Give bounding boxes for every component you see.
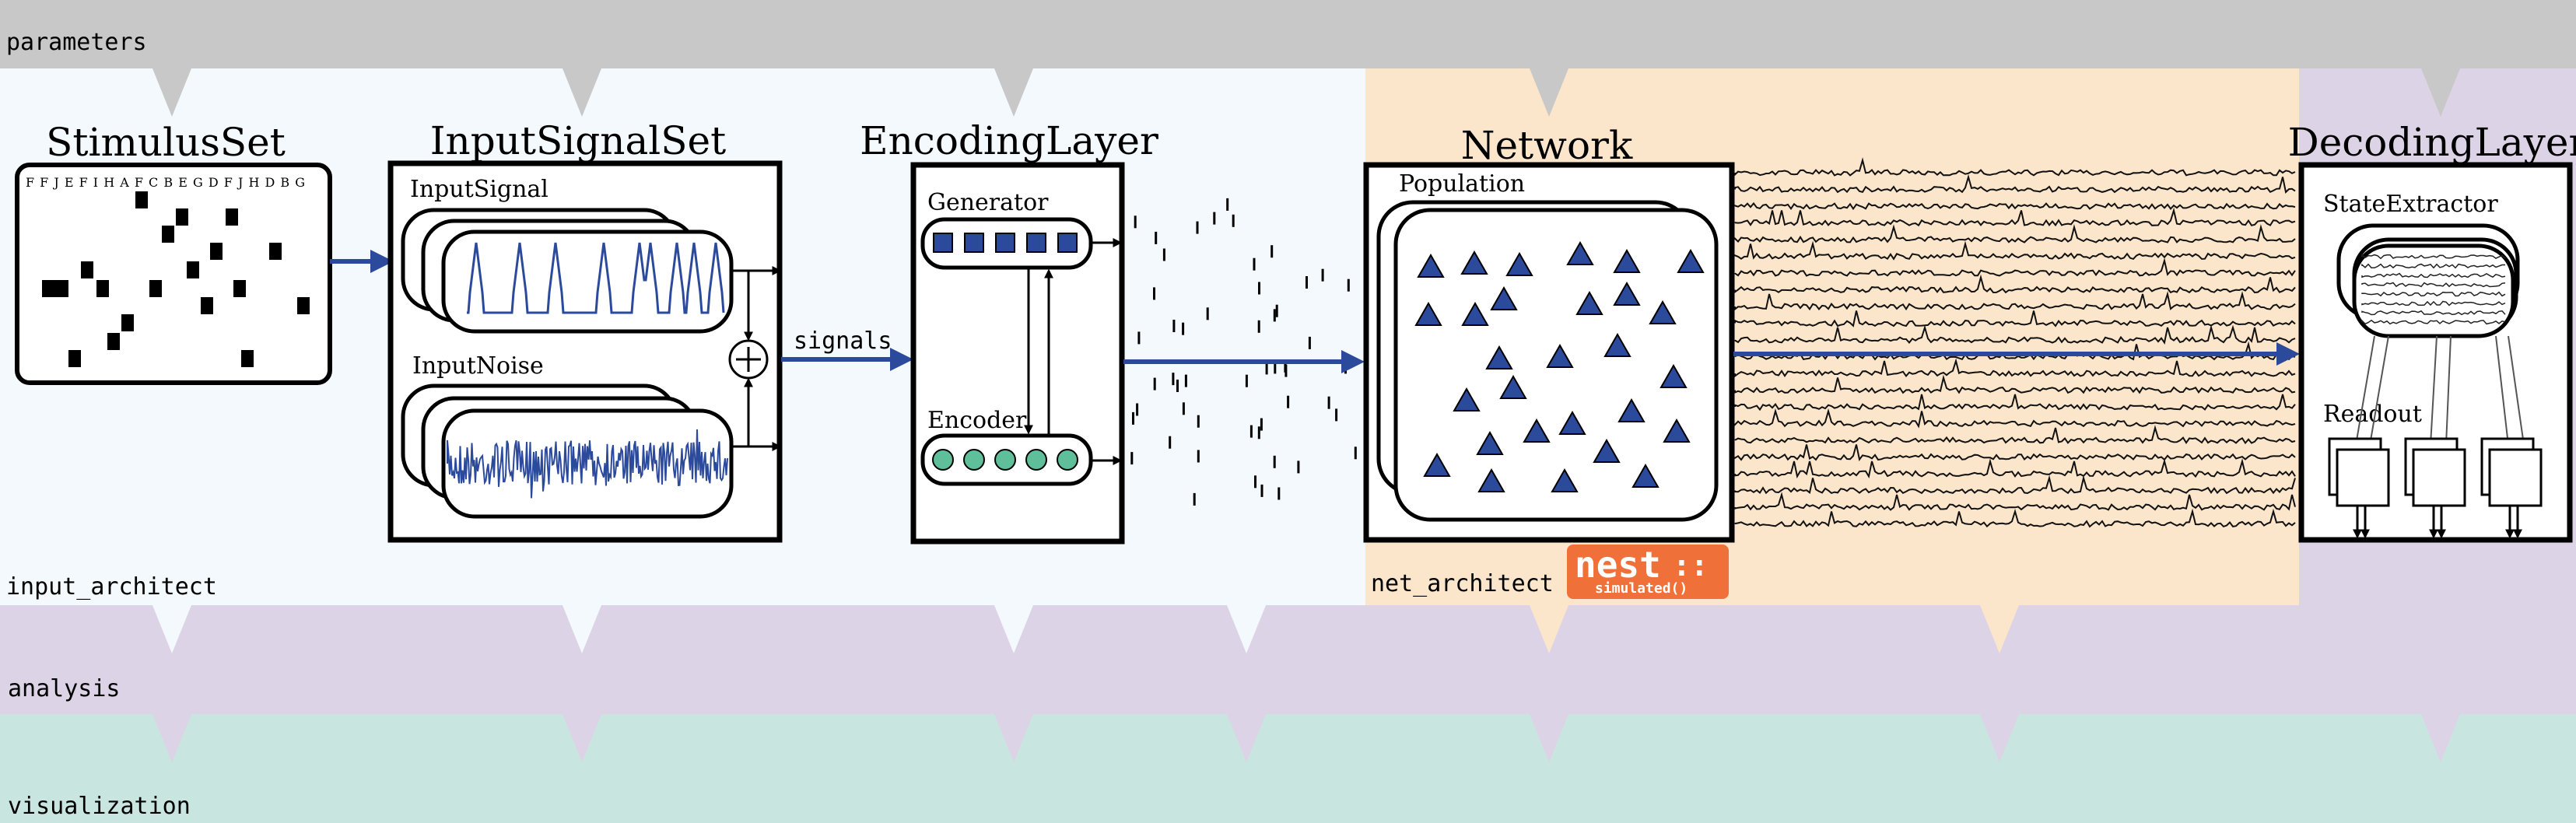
activity-trace <box>1734 492 2296 511</box>
generator-label: Generator <box>927 189 1049 216</box>
analysis-band <box>0 605 2576 714</box>
state-extractor-traces <box>2361 254 2506 325</box>
nest-logo-suffix: :: <box>1673 548 1709 583</box>
activity-trace <box>1734 207 2296 227</box>
stimulus-letters: F F J E F I H A F C B E G D F J H D B G <box>26 175 306 190</box>
activity-trace <box>1734 358 2296 378</box>
mini-trace <box>2361 300 2506 306</box>
readout-label: Readout <box>2323 401 2422 428</box>
summation-connectors <box>731 266 782 451</box>
mini-trace <box>2361 291 2506 297</box>
architect-pointers <box>152 605 2019 653</box>
encoding-layer-title: EncodingLayer <box>860 118 1158 163</box>
input-noise-card-front <box>441 408 734 519</box>
analysis-pointers <box>152 714 2460 762</box>
population-label: Population <box>1399 170 1525 198</box>
activity-trace <box>1734 240 2296 261</box>
analysis-label: analysis <box>8 675 121 702</box>
activity-trace <box>1734 475 2296 495</box>
activity-trace <box>1734 341 2296 361</box>
mini-trace <box>2361 272 2506 278</box>
readout-outputs <box>2353 506 2522 539</box>
mini-trace <box>2361 310 2506 316</box>
activity-trace <box>1734 291 2296 311</box>
input-signal-trace <box>467 242 725 314</box>
net-architect-label: net_architect <box>1371 570 1554 597</box>
mini-trace <box>2361 319 2506 325</box>
activity-trace <box>1734 394 2296 412</box>
activity-trace <box>1734 374 2296 394</box>
stimulus-matrix <box>42 191 310 367</box>
activity-trace <box>1734 425 2296 445</box>
readout-units <box>2328 437 2543 507</box>
activity-trace <box>1734 201 2296 211</box>
parameters-band <box>0 0 2576 68</box>
activity-trace <box>1734 224 2296 243</box>
nest-logo: nest :: simulated() <box>1567 544 1729 599</box>
activity-trace <box>1734 157 2296 177</box>
network-activity-traces <box>1734 157 2296 528</box>
activity-trace <box>1734 444 2296 462</box>
activity-trace <box>1734 257 2296 277</box>
signals-label: signals <box>794 327 892 355</box>
mini-trace <box>2361 263 2505 269</box>
visualization-label: visualization <box>8 793 191 820</box>
input-noise-label: InputNoise <box>412 352 544 380</box>
decoding-layer-title: DecodingLayer <box>2288 120 2576 165</box>
encoded-spike-raster <box>1130 198 1357 506</box>
parameters-label: parameters <box>6 29 147 56</box>
input-architect-label: input_architect <box>6 573 217 601</box>
activity-trace <box>1734 408 2296 429</box>
activity-trace <box>1734 310 2296 327</box>
population-neurons <box>1414 240 1705 492</box>
state-extractor-label: StateExtractor <box>2323 191 2498 218</box>
stimulus-set-box <box>15 163 332 385</box>
encoder-nodes <box>932 449 1078 471</box>
extractor-readout-links <box>2355 335 2525 446</box>
activity-trace <box>1734 508 2296 528</box>
nest-logo-word: nest <box>1575 544 1661 586</box>
input-noise-trace <box>447 429 728 499</box>
activity-trace <box>1734 458 2296 479</box>
input-signal-set-title: InputSignalSet <box>430 118 726 163</box>
input-signal-label: InputSignal <box>410 176 548 203</box>
visualization-band <box>0 714 2576 823</box>
summation-node <box>728 339 769 380</box>
generator-nodes <box>933 233 1078 253</box>
mini-trace <box>2361 254 2506 260</box>
activity-trace <box>1734 173 2296 194</box>
input-signal-card-front <box>441 229 734 334</box>
activity-trace <box>1734 274 2296 294</box>
encoder-label: Encoder <box>927 407 1027 434</box>
nest-logo-sub: simulated() <box>1595 580 1688 597</box>
network-title: Network <box>1461 123 1633 168</box>
mini-trace <box>2361 282 2506 288</box>
activity-trace <box>1734 324 2296 345</box>
parameters-pointers <box>152 68 2460 117</box>
stimulus-set-title: StimulusSet <box>46 120 286 165</box>
generator-encoder-links <box>1024 238 1123 465</box>
